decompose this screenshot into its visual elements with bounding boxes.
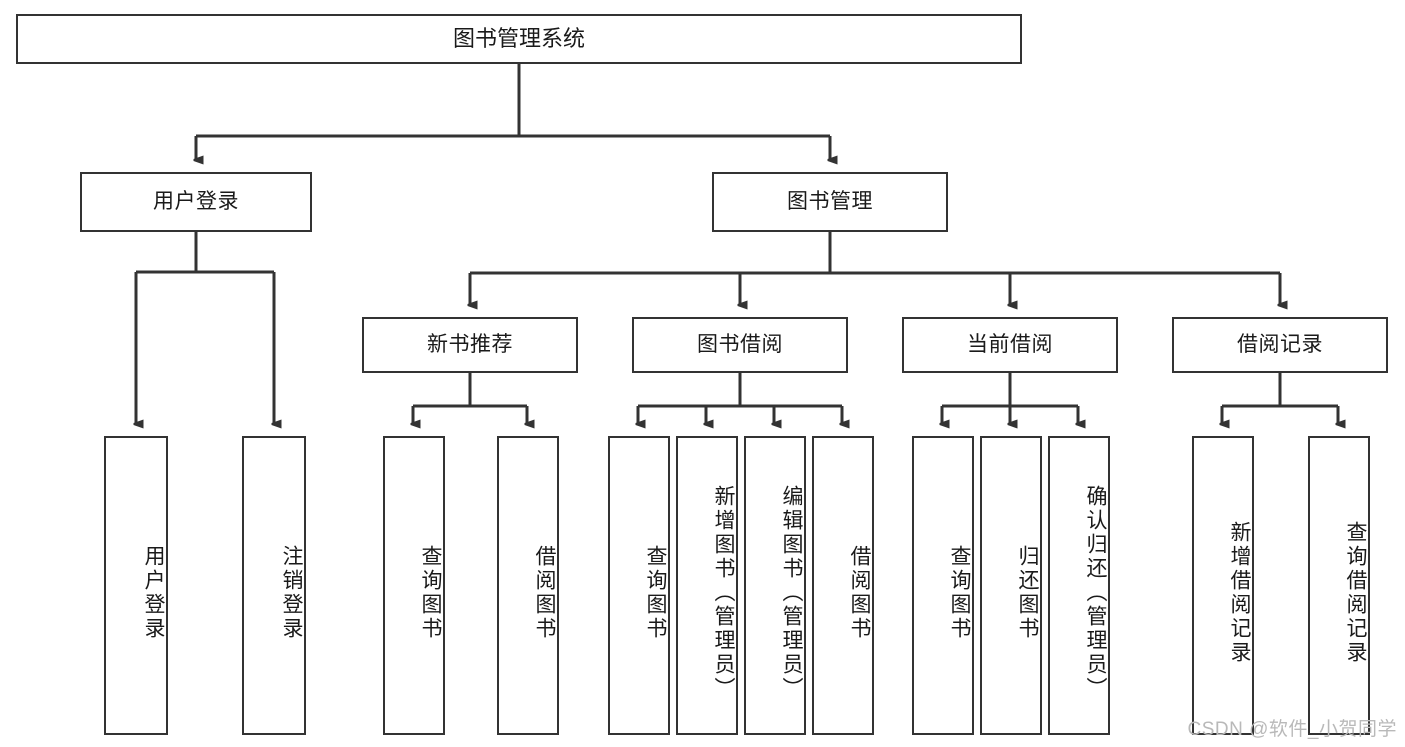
node-leaf-user-login[interactable]: 用户登录 — [104, 436, 168, 735]
node-new-book-rec-label: 新书推荐 — [427, 332, 513, 356]
node-current-borrow-label: 当前借阅 — [967, 332, 1053, 356]
node-new-book-rec[interactable]: 新书推荐 — [362, 317, 578, 373]
node-current-borrow[interactable]: 当前借阅 — [902, 317, 1118, 373]
node-leaf-query-book-3-label: 查询图书 — [948, 544, 971, 641]
node-leaf-borrow-book-1-label: 借阅图书 — [533, 544, 556, 641]
node-leaf-logout-label: 注销登录 — [280, 544, 303, 641]
node-leaf-logout[interactable]: 注销登录 — [242, 436, 306, 735]
csdn-watermark: CSDN @软件_小贺同学 — [1187, 719, 1397, 740]
node-book-manage-label: 图书管理 — [787, 189, 873, 213]
node-leaf-query-record[interactable]: 查询借阅记录 — [1308, 436, 1370, 735]
node-leaf-query-book-1-label: 查询图书 — [419, 544, 442, 641]
node-leaf-confirm-return-label: 确认归还（管理员） — [1084, 484, 1107, 701]
node-leaf-edit-book-label: 编辑图书（管理员） — [780, 484, 803, 701]
node-leaf-add-record-label: 新增借阅记录 — [1228, 520, 1251, 665]
node-leaf-confirm-return[interactable]: 确认归还（管理员） — [1048, 436, 1110, 735]
node-book-manage[interactable]: 图书管理 — [712, 172, 948, 232]
node-leaf-query-book-3[interactable]: 查询图书 — [912, 436, 974, 735]
node-leaf-query-record-label: 查询借阅记录 — [1344, 520, 1367, 665]
node-root-label: 图书管理系统 — [452, 25, 585, 51]
node-leaf-return-book[interactable]: 归还图书 — [980, 436, 1042, 735]
node-leaf-user-login-label: 用户登录 — [142, 544, 165, 641]
node-leaf-borrow-book-2[interactable]: 借阅图书 — [812, 436, 874, 735]
node-leaf-add-record[interactable]: 新增借阅记录 — [1192, 436, 1254, 735]
node-user-login[interactable]: 用户登录 — [80, 172, 312, 232]
node-leaf-return-book-label: 归还图书 — [1016, 544, 1039, 641]
node-leaf-query-book-1[interactable]: 查询图书 — [383, 436, 445, 735]
node-leaf-add-book[interactable]: 新增图书（管理员） — [676, 436, 738, 735]
node-book-borrow-label: 图书借阅 — [697, 332, 783, 356]
node-borrow-record-label: 借阅记录 — [1237, 332, 1323, 356]
node-leaf-query-book-2-label: 查询图书 — [644, 544, 667, 641]
node-leaf-borrow-book-1[interactable]: 借阅图书 — [497, 436, 559, 735]
node-leaf-query-book-2[interactable]: 查询图书 — [608, 436, 670, 735]
node-book-borrow[interactable]: 图书借阅 — [632, 317, 848, 373]
node-leaf-add-book-label: 新增图书（管理员） — [712, 484, 735, 701]
node-user-login-label: 用户登录 — [153, 189, 239, 213]
node-leaf-borrow-book-2-label: 借阅图书 — [848, 544, 871, 641]
node-borrow-record[interactable]: 借阅记录 — [1172, 317, 1388, 373]
node-root[interactable]: 图书管理系统 — [16, 14, 1022, 64]
node-leaf-edit-book[interactable]: 编辑图书（管理员） — [744, 436, 806, 735]
